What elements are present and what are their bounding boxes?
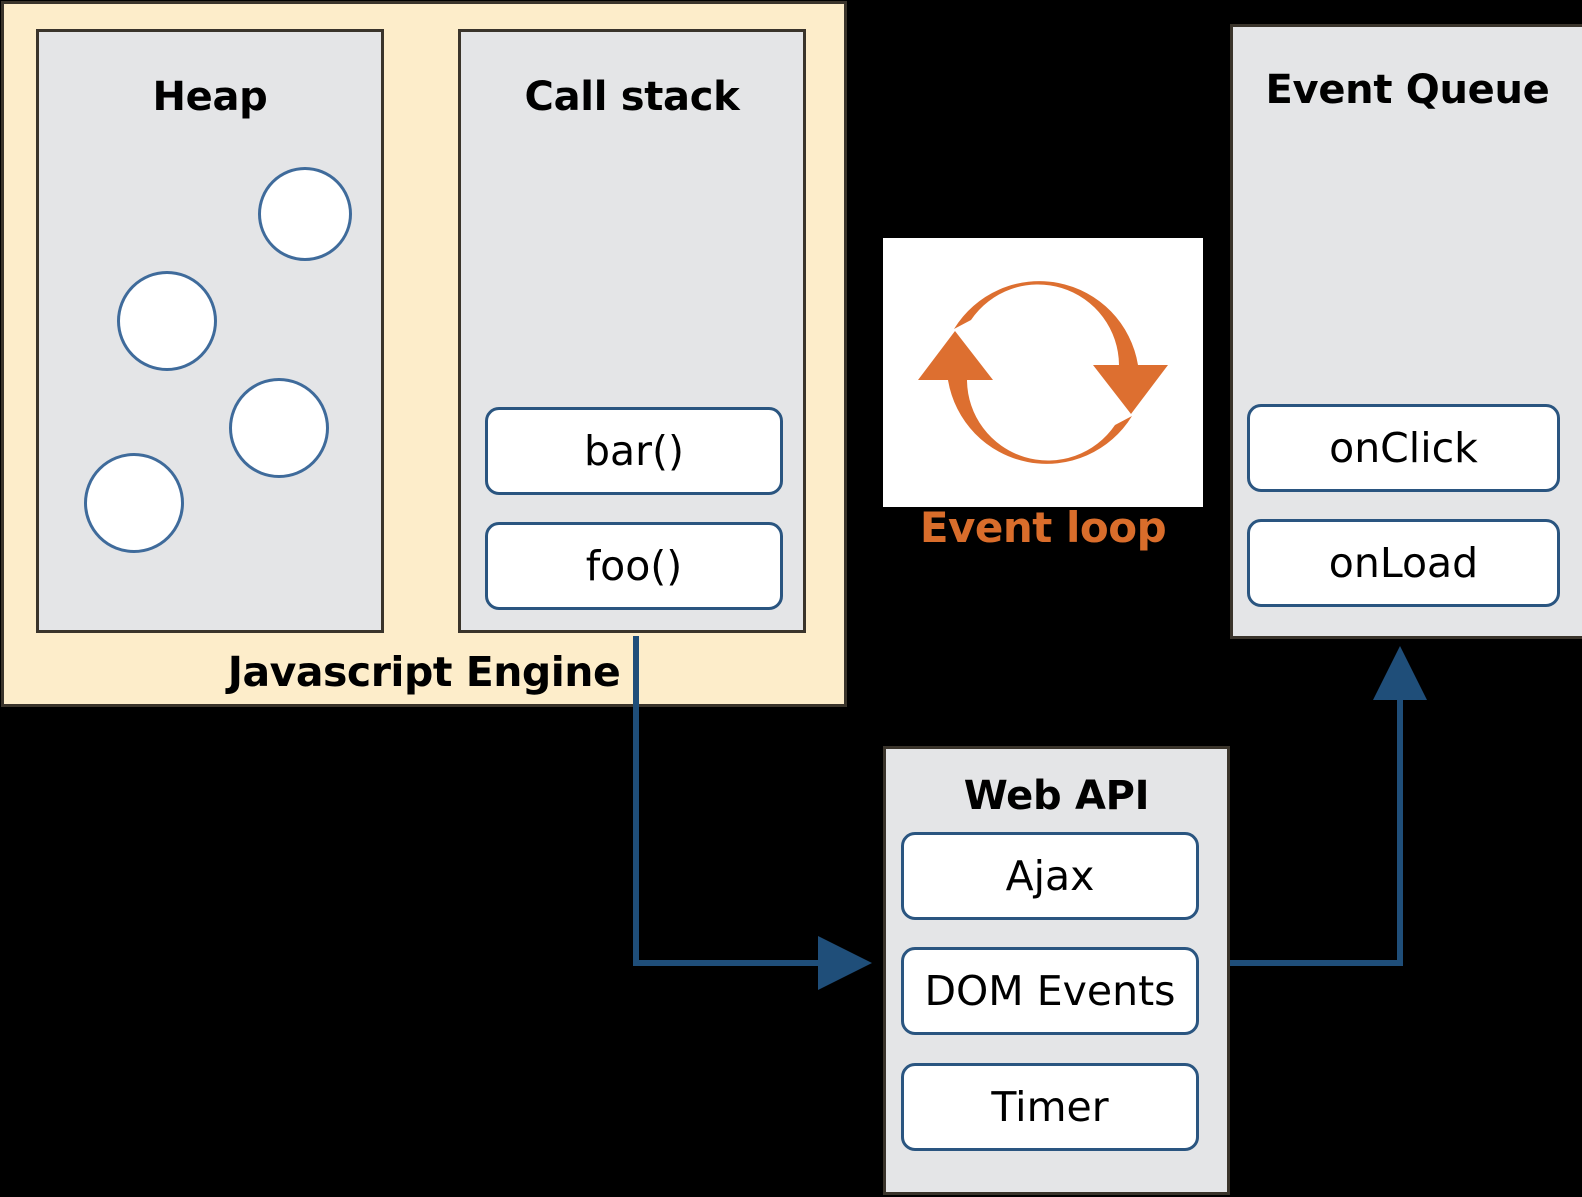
heap-object — [117, 271, 217, 371]
web-api-box: Web API Ajax DOM Events Timer — [883, 746, 1230, 1195]
heap-object — [258, 167, 352, 261]
heap-object — [84, 453, 184, 553]
web-api-item-timer[interactable]: Timer — [901, 1063, 1199, 1151]
web-api-item-dom-events[interactable]: DOM Events — [901, 947, 1199, 1035]
event-queue-item-onload[interactable]: onLoad — [1247, 519, 1560, 607]
heap-title: Heap — [152, 74, 268, 120]
connector-webapi-to-eventqueue — [1230, 646, 1427, 966]
call-stack-box: Call stack bar() foo() — [458, 29, 806, 633]
heap-box: Heap — [36, 29, 384, 633]
web-api-item-ajax[interactable]: Ajax — [901, 832, 1199, 920]
event-loop-label: Event loop — [919, 503, 1167, 552]
call-stack-frame-bar[interactable]: bar() — [485, 407, 783, 495]
web-api-title: Web API — [963, 773, 1150, 819]
javascript-engine-label: Javascript Engine — [227, 648, 621, 696]
event-queue-title: Event Queue — [1265, 67, 1550, 113]
event-loop-panel — [883, 238, 1203, 507]
heap-object — [229, 378, 329, 478]
call-stack-title: Call stack — [524, 74, 740, 120]
event-loop-refresh-icon — [918, 281, 1168, 464]
call-stack-frame-foo[interactable]: foo() — [485, 522, 783, 610]
event-queue-item-onclick[interactable]: onClick — [1247, 404, 1560, 492]
event-queue-box: Event Queue onClick onLoad — [1230, 24, 1582, 639]
